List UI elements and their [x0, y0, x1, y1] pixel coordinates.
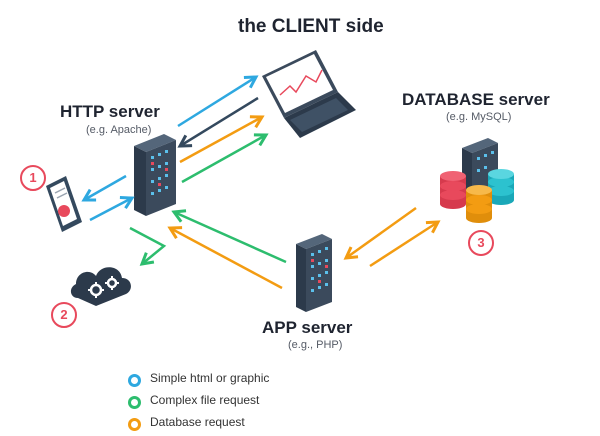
page-title: the CLIENT side	[238, 16, 384, 37]
arrow-app-to-http-green	[171, 209, 287, 264]
legend-label: Simple html or graphic	[150, 371, 270, 385]
orange-dot-icon	[128, 418, 141, 431]
marker-1: 1	[20, 165, 46, 191]
arrow-app-to-http-orange	[167, 226, 283, 290]
green-dot-icon	[128, 396, 141, 409]
database-server-icon	[440, 138, 514, 223]
app-server-label: APP server	[262, 318, 353, 337]
blue-dot-icon	[128, 374, 141, 387]
http-server-icon	[134, 134, 176, 216]
arrow-phone-to-http-blue	[89, 196, 135, 222]
orange-database-stack-icon	[466, 185, 492, 223]
http-server-label: HTTP server	[60, 102, 160, 121]
database-server-label: DATABASE server	[402, 90, 550, 109]
app-server-icon	[296, 234, 332, 312]
legend-label: Complex file request	[150, 393, 260, 407]
cloud-gears-icon	[70, 267, 131, 306]
database-server-example: (e.g. MySQL)	[446, 111, 512, 123]
legend-label: Database request	[150, 415, 245, 429]
marker-3: 3	[468, 230, 494, 256]
marker-2: 2	[51, 302, 77, 328]
red-database-stack-icon	[440, 171, 466, 209]
arrow-http-to-client-blue	[177, 75, 259, 128]
arrow-http-to-client-green	[181, 133, 269, 184]
arrow-db-to-app-orange	[343, 206, 417, 260]
teal-database-stack-icon	[488, 169, 514, 205]
arrow-http-to-cloud-green	[129, 226, 167, 266]
http-server-example: (e.g. Apache)	[86, 124, 152, 136]
laptop-icon	[262, 50, 356, 138]
arrow-client-to-http-dark	[177, 96, 259, 148]
arrow-http-to-phone-blue	[81, 174, 127, 202]
arrow-http-to-client-orange	[179, 115, 265, 164]
mobile-phone-icon	[46, 176, 82, 232]
app-server-example: (e.g., PHP)	[288, 339, 343, 351]
arrow-app-to-db-orange	[369, 220, 441, 268]
